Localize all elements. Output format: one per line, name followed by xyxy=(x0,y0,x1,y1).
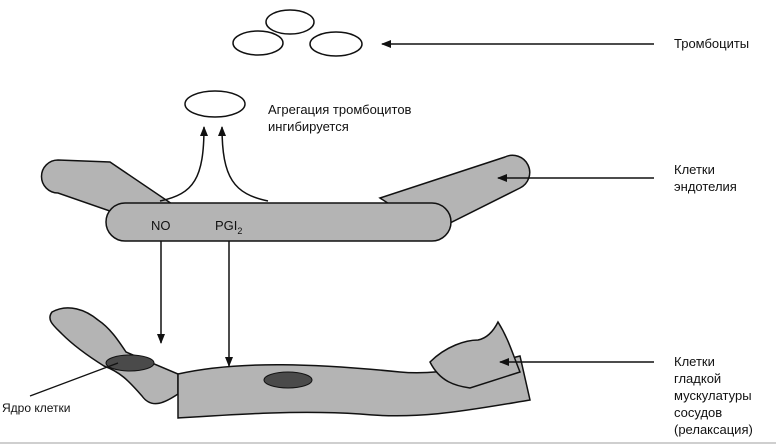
pgi2-label-main: PGI xyxy=(215,218,237,233)
platelets-label: Тромбоциты xyxy=(674,36,749,51)
smooth-muscle-label-line4: сосудов xyxy=(674,405,722,420)
endothelial-cell-center xyxy=(105,202,452,242)
platelet-left xyxy=(232,30,284,56)
aggregation-label-line1: Агрегация тромбоцитов xyxy=(268,102,412,117)
platelet-top xyxy=(265,9,315,35)
smooth-muscle-label-line3: мускулатуры xyxy=(674,388,752,403)
smooth-muscle-cell-left xyxy=(49,307,179,405)
pgi2-label-subscript: 2 xyxy=(237,226,242,236)
pgi2-label: PGI2 xyxy=(215,218,242,236)
endothelium-label-line2: эндотелия xyxy=(674,179,737,194)
nucleus-label: Ядро клетки xyxy=(2,401,70,415)
platelet-single xyxy=(184,90,246,118)
smooth-muscle-label-line5: (релаксация) xyxy=(674,422,753,437)
smooth-muscle-cell-right xyxy=(429,320,521,389)
pgi2-to-platelet-arrow xyxy=(218,126,269,202)
smooth-muscle-label-line2: гладкой xyxy=(674,371,721,386)
no-to-platelet-arrow xyxy=(159,126,208,202)
smooth-muscle-label-line1: Клетки xyxy=(674,354,715,369)
endothelium-label-line1: Клетки xyxy=(674,162,715,177)
no-label: NO xyxy=(151,218,171,233)
nucleus-pointer-line xyxy=(29,362,119,397)
aggregation-label-line2: ингибируется xyxy=(268,119,349,134)
platelet-right xyxy=(309,31,363,57)
nucleus-center xyxy=(263,371,313,389)
bottom-divider xyxy=(0,442,776,444)
nucleus-left xyxy=(105,354,155,372)
